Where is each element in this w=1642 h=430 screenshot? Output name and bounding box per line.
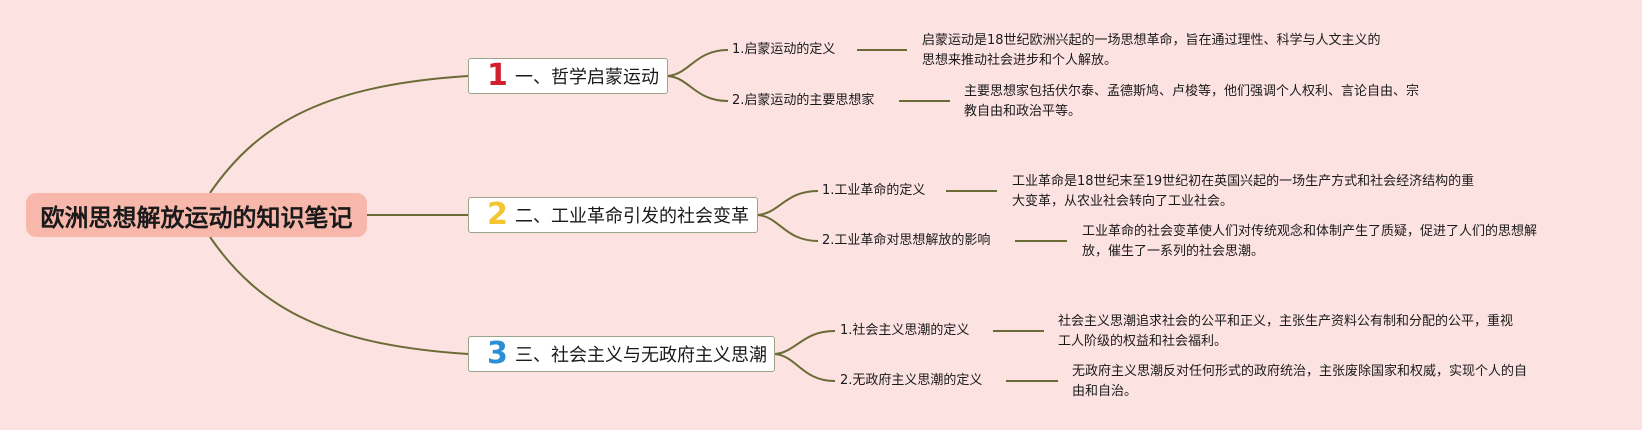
branch-label: 三、社会主义与无政府主义思潮 bbox=[515, 345, 767, 366]
number-3-icon: 3 bbox=[487, 336, 508, 371]
connector-b1-leaf-1 bbox=[667, 49, 729, 77]
leaf-node-3-1[interactable]: 1.社会主义思潮的定义 bbox=[840, 323, 970, 338]
root-title: 欧洲思想解放运动的知识笔记 bbox=[40, 203, 353, 232]
leaf-node-3-2[interactable]: 2.无政府主义思潮的定义 bbox=[840, 373, 983, 388]
leaf-node-2-1[interactable]: 1.工业革命的定义 bbox=[822, 183, 926, 198]
connector-root-branch-3 bbox=[209, 236, 469, 355]
branch-node-3[interactable]: 3 三、社会主义与无政府主义思潮 bbox=[468, 336, 775, 372]
number-2-icon: 2 bbox=[487, 197, 508, 232]
leaf-description-3-2: 无政府主义思潮反对任何形式的政府统治，主张废除国家和权威，实现个人的自 由和自治… bbox=[1072, 364, 1528, 399]
connector-b1-leaf-2 bbox=[667, 75, 729, 102]
connector-root-branch-1 bbox=[209, 75, 469, 194]
connector-b2-leaf-2 bbox=[757, 214, 819, 242]
number-1-icon: 1 bbox=[487, 58, 508, 93]
leaf-description-1-2: 主要思想家包括伏尔泰、孟德斯鸠、卢梭等，他们强调个人权利、言论自由、宗 教自由和… bbox=[964, 84, 1420, 119]
leaf-description-1-1: 启蒙运动是18世纪欧洲兴起的一场思想革命，旨在通过理性、科学与人文主义的 思想来… bbox=[922, 33, 1381, 68]
leaf-node-1-1[interactable]: 1.启蒙运动的定义 bbox=[732, 42, 836, 57]
leaf-description-2-2: 工业革命的社会变革使人们对传统观念和体制产生了质疑，促进了人们的思想解 放，催生… bbox=[1082, 224, 1538, 259]
branch-label: 一、哲学启蒙运动 bbox=[515, 67, 659, 88]
branch-node-1[interactable]: 1 一、哲学启蒙运动 bbox=[468, 58, 668, 94]
connector-b2-leaf-1 bbox=[757, 190, 819, 216]
leaf-node-2-2[interactable]: 2.工业革命对思想解放的影响 bbox=[822, 233, 991, 248]
branch-node-2[interactable]: 2 二、工业革命引发的社会变革 bbox=[468, 197, 758, 233]
connector-b3-leaf-2 bbox=[774, 353, 836, 382]
leaf-description-3-1: 社会主义思潮追求社会的公平和正义，主张生产资料公有制和分配的公平，重视 工人阶级… bbox=[1058, 314, 1514, 349]
leaf-description-2-1: 工业革命是18世纪末至19世纪初在英国兴起的一场生产方式和社会经济结构的重 大变… bbox=[1012, 174, 1475, 209]
root-node[interactable]: 欧洲思想解放运动的知识笔记 bbox=[26, 193, 367, 237]
leaf-node-1-2[interactable]: 2.启蒙运动的主要思想家 bbox=[732, 93, 875, 108]
connector-b3-leaf-1 bbox=[774, 330, 836, 355]
branch-label: 二、工业革命引发的社会变革 bbox=[515, 206, 749, 227]
